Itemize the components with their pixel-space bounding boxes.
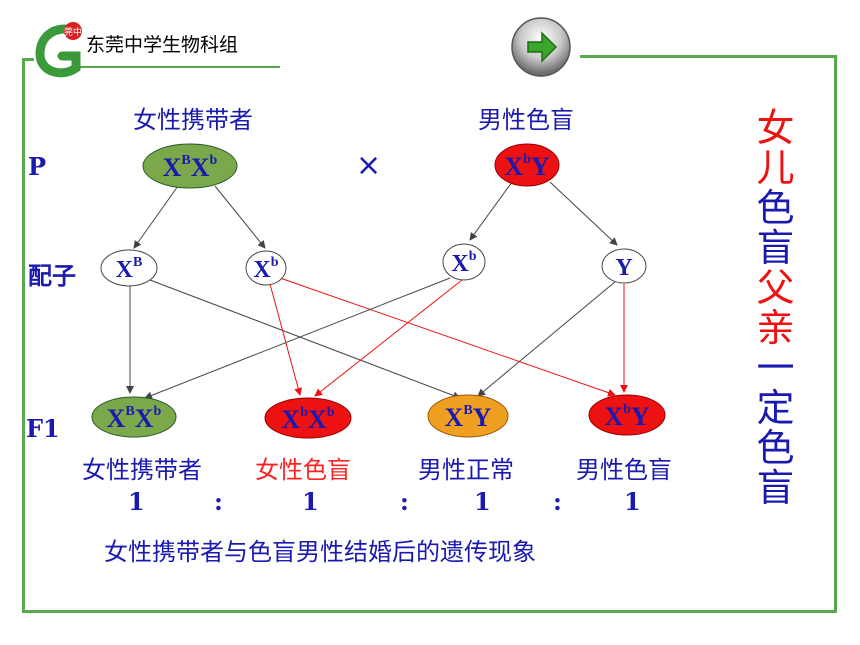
side-note-char: 色	[756, 426, 795, 470]
offspring-label: 女性携带者	[82, 456, 202, 484]
side-note-char: 色	[756, 186, 795, 230]
offspring-label: 女性色盲	[255, 456, 351, 484]
row-label-p: P	[28, 152, 47, 181]
ratio-value: 1	[128, 487, 145, 516]
gamete-node: XB	[100, 249, 158, 287]
svg-text:Xb: Xb	[451, 249, 476, 277]
side-note-char: 父	[756, 266, 795, 310]
male-parent-node: XbY	[494, 143, 560, 187]
side-note-char: 定	[756, 386, 795, 430]
offspring-node: XbXb	[264, 397, 352, 439]
ratio-value: 1	[302, 487, 319, 516]
offspring-node: XBXb	[91, 396, 177, 438]
row-label-gametes: 配子	[28, 262, 76, 290]
side-note-char: 女	[756, 106, 795, 150]
gamete-node: Xb	[442, 243, 486, 281]
slide-frame	[22, 58, 837, 613]
svg-text:XB: XB	[116, 255, 143, 283]
male-parent-label: 男性色盲	[478, 106, 574, 134]
side-note-char: 盲	[756, 466, 795, 510]
svg-text:Y: Y	[615, 255, 632, 281]
ratio-separator: :	[214, 487, 223, 516]
ratio-value: 1	[474, 487, 491, 516]
gamete-offspring-arrows	[126, 277, 628, 400]
svg-text:XBXb: XBXb	[107, 404, 162, 433]
ratio-separator: :	[553, 487, 562, 516]
header-underline	[80, 66, 280, 68]
offspring-node: XbY	[588, 394, 666, 436]
school-logo-icon: 莞中	[32, 18, 90, 80]
frame-top-right	[580, 55, 837, 58]
female-parent-label: 女性携带者	[133, 106, 253, 134]
side-note-char: 儿	[756, 146, 795, 190]
school-name: 东莞中学生物科组	[86, 34, 239, 56]
svg-text:XbXb: XbXb	[281, 405, 334, 434]
offspring-node: XBY	[427, 394, 509, 438]
svg-text:XBXb: XBXb	[163, 153, 218, 182]
side-note-char: 亲	[756, 306, 795, 350]
gamete-node: Xb	[245, 250, 287, 286]
side-note-char: 一	[756, 346, 795, 390]
offspring-label: 男性色盲	[576, 456, 672, 484]
row-label-f1: F1	[26, 414, 60, 443]
caption: 女性携带者与色盲男性结婚后的遗传现象	[104, 538, 536, 566]
ratio-value: 1	[624, 487, 641, 516]
parent-gamete-arrows	[133, 181, 618, 249]
frame-top-left	[22, 58, 34, 61]
logo-badge-text: 莞中	[64, 26, 82, 38]
female-parent-node: XBXb	[142, 143, 238, 189]
gamete-node: Y	[601, 248, 647, 284]
offspring-label: 男性正常	[418, 456, 514, 484]
side-note-char: 盲	[756, 226, 795, 270]
cross-symbol: ×	[356, 148, 382, 183]
ratio-separator: :	[400, 487, 409, 516]
next-arrow-button-icon[interactable]	[508, 16, 574, 78]
